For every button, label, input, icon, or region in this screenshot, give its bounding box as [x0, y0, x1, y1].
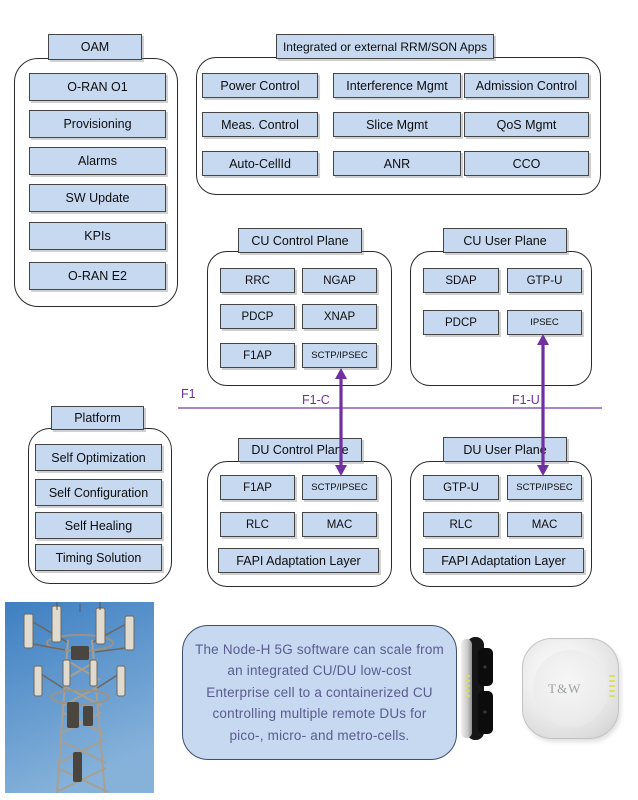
rrm-app-item: Meas. Control — [202, 112, 318, 137]
platform-item: Self Configuration — [35, 479, 162, 506]
rrm-app-item: Slice Mgmt — [333, 112, 461, 137]
oam-item: Alarms — [29, 147, 166, 175]
cell-tower-photo — [5, 602, 154, 793]
du-up-item: GTP-U — [423, 475, 499, 500]
rrm-app-item: Interference Mgmt — [333, 73, 461, 98]
cu-cp-item: F1AP — [220, 343, 295, 368]
cu-up-item: GTP-U — [507, 268, 582, 293]
cu-up-item: SDAP — [423, 268, 499, 293]
oam-item: O-RAN O1 — [29, 73, 166, 101]
platform-title: Platform — [51, 406, 144, 430]
f1-interface-label: F1 — [181, 387, 196, 401]
du-up-item: RLC — [423, 512, 499, 537]
antenna-panels — [23, 605, 135, 697]
du-cp-item: F1AP — [220, 475, 295, 500]
rrm-app-item: Auto-CellId — [202, 151, 318, 176]
caption-line: controlling multiple remote DUs for — [212, 706, 427, 722]
du-cp-item: SCTP/IPSEC — [302, 475, 377, 500]
cu-cp-item: XNAP — [302, 304, 377, 329]
tower-lattice — [55, 639, 109, 793]
caption-line: The Node-H 5G software can scale from — [195, 641, 444, 657]
platform-item: Self Optimization — [35, 444, 162, 471]
rrm-app-item: Power Control — [202, 73, 318, 98]
platform-item: Self Healing — [35, 512, 162, 539]
access-point-brand-label: T&W — [548, 680, 582, 696]
access-point-photo: T&W — [522, 638, 619, 739]
tower-equipment — [67, 646, 93, 782]
small-cell-side-photo — [461, 637, 493, 740]
du-up-item: MAC — [507, 512, 582, 537]
du-user-plane-title: DU User Plane — [443, 437, 567, 462]
oam-item: Provisioning — [29, 110, 166, 138]
cu-cp-item: SCTP/IPSEC — [302, 343, 377, 368]
caption-line: pico-, micro- and metro-cells. — [229, 727, 410, 743]
du-control-plane-title: DU Control Plane — [238, 438, 362, 462]
antenna-arms — [32, 621, 127, 689]
oam-item: KPIs — [29, 222, 166, 250]
cu-cp-item: NGAP — [302, 268, 377, 293]
rrm-app-item: Admission Control — [464, 73, 589, 98]
du-up-item: SCTP/IPSEC — [507, 475, 582, 500]
caption-line: Enterprise cell to a containerized CU — [206, 684, 433, 700]
cu-up-item: PDCP — [423, 310, 499, 335]
rrm-app-item: CCO — [464, 151, 589, 176]
cu-up-item: IPSEC — [507, 310, 582, 335]
du-up-fapi-item: FAPI Adaptation Layer — [423, 548, 584, 573]
access-point-face — [533, 649, 608, 728]
du-cp-item: RLC — [220, 512, 295, 537]
f1c-interface-label: F1-C — [302, 393, 330, 407]
du-cp-item: MAC — [302, 512, 377, 537]
f1u-interface-label: F1-U — [512, 393, 540, 407]
platform-item: Timing Solution — [35, 544, 162, 571]
rrm-app-item: QoS Mgmt — [464, 112, 589, 137]
oam-title: OAM — [48, 34, 142, 60]
cu-user-plane-title: CU User Plane — [443, 228, 567, 253]
cu-control-plane-title: CU Control Plane — [238, 228, 362, 253]
du-cp-fapi-item: FAPI Adaptation Layer — [218, 548, 379, 573]
led-indicators — [609, 675, 615, 697]
oam-item: O-RAN E2 — [29, 262, 166, 290]
caption-line: an integrated CU/DU low-cost — [227, 663, 412, 679]
cu-cp-item: RRC — [220, 268, 295, 293]
led-indicators — [465, 675, 470, 697]
rrm-app-item: ANR — [333, 151, 461, 176]
rrm-apps-title: Integrated or external RRM/SON Apps — [276, 34, 494, 59]
oam-item: SW Update — [29, 184, 166, 212]
caption-box: The Node-H 5G software can scale from an… — [182, 625, 457, 760]
cu-cp-item: PDCP — [220, 304, 295, 329]
